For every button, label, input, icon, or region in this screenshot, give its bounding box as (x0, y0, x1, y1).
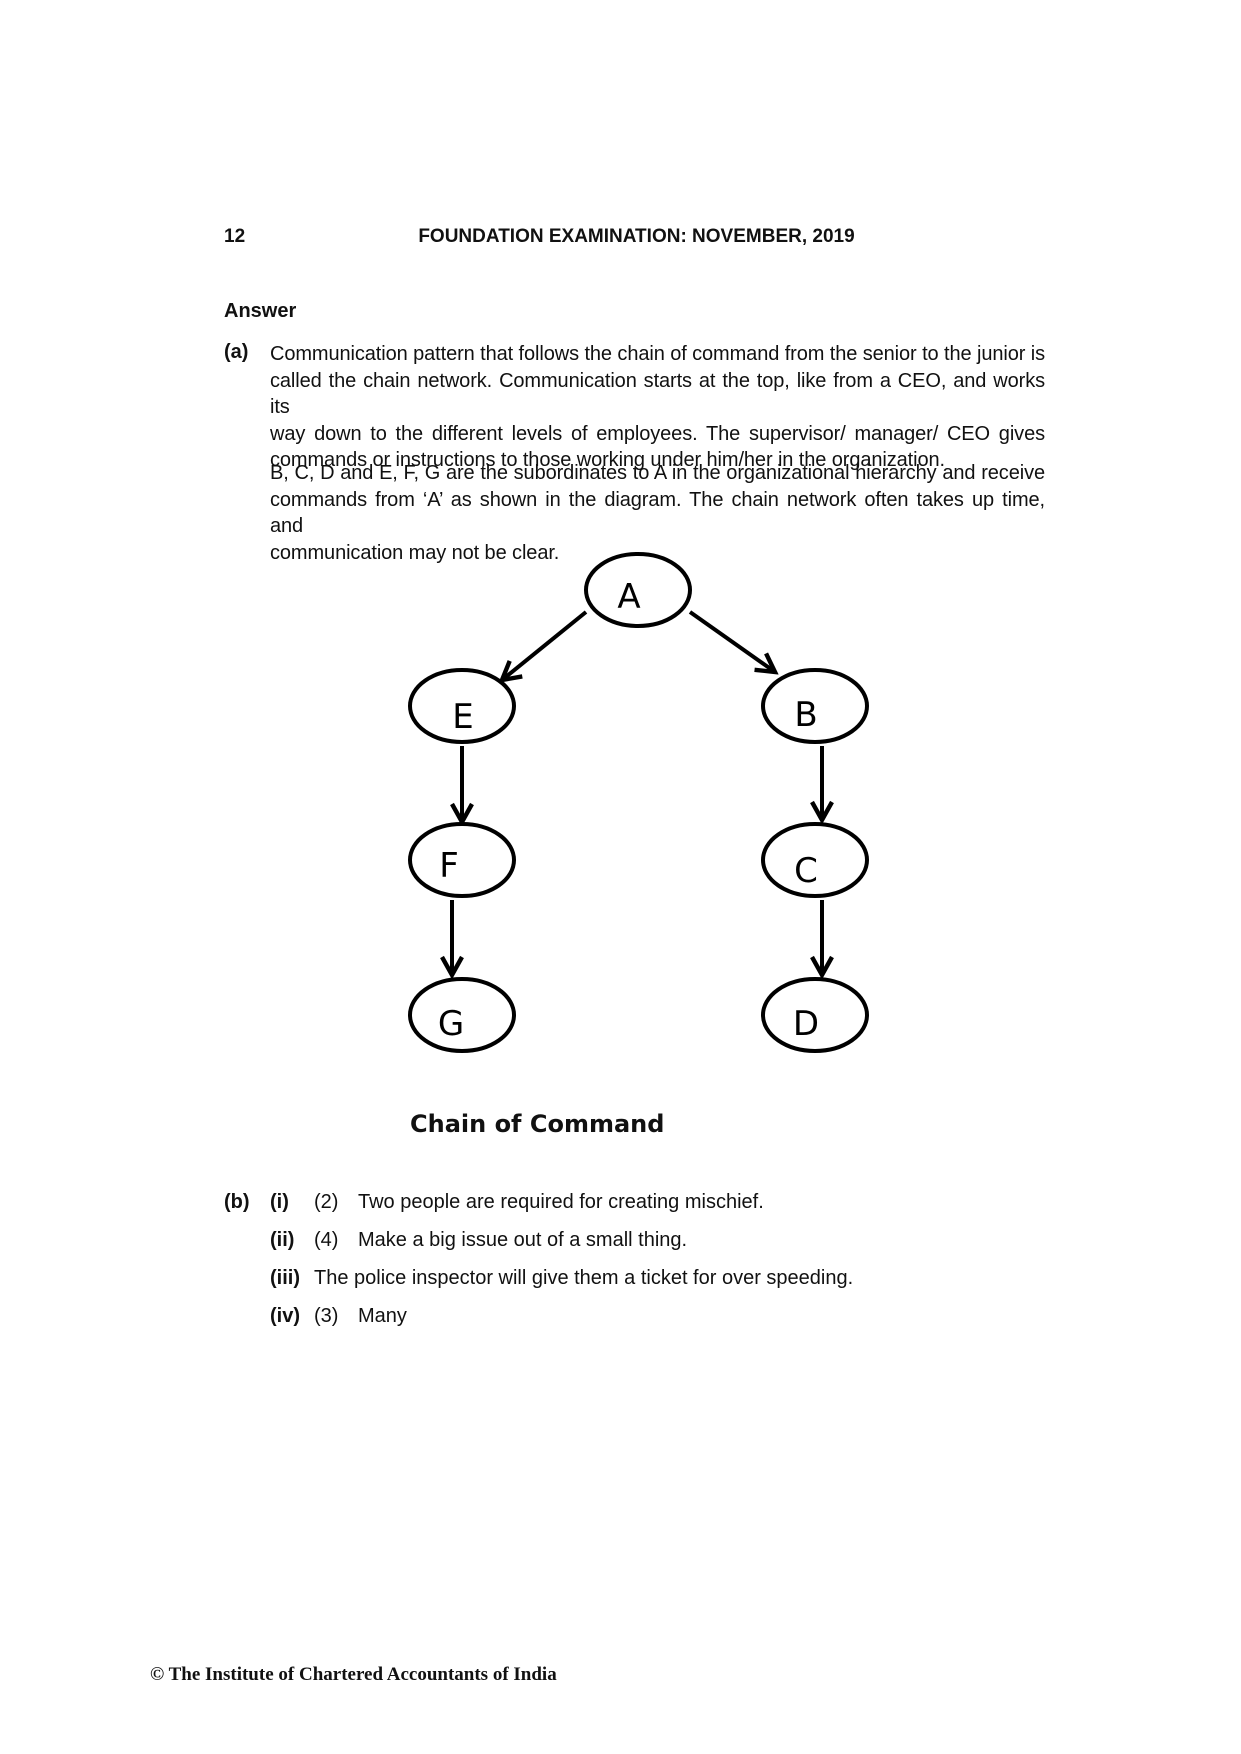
node-d-ellipse (761, 977, 869, 1053)
part-a-label: (a) (224, 341, 249, 363)
item-label: (iv) (270, 1305, 300, 1327)
item-label: (ii) (270, 1229, 295, 1251)
exam-title: FOUNDATION EXAMINATION: NOVEMBER, 2019 (418, 226, 855, 247)
item-text: Many (358, 1305, 407, 1327)
item-text: Two people are required for creating mis… (358, 1191, 764, 1213)
paragraph-line: called the chain network. Communication … (270, 369, 1045, 419)
answer-heading: Answer (224, 300, 297, 322)
node-a-label: A (617, 577, 640, 617)
node-f-label: F (439, 846, 459, 886)
part-a-paragraph-1: Communication pattern that follows the c… (270, 341, 1045, 474)
item-text: Make a big issue out of a small thing. (358, 1229, 688, 1251)
node-e-ellipse (408, 668, 516, 744)
node-e-label: E (452, 697, 473, 737)
part-a-paragraph-2: B, C, D and E, F, G are the subordinates… (270, 460, 1045, 566)
part-b-label: (b) (224, 1191, 250, 1213)
page-number: 12 (224, 226, 246, 247)
item-option: (2) (314, 1191, 339, 1213)
item-text: The police inspector will give them a ti… (314, 1267, 854, 1289)
node-g-ellipse (408, 977, 516, 1053)
item-option: (3) (314, 1305, 339, 1327)
arrow-a-to-e (502, 610, 588, 680)
node-a-ellipse (584, 552, 692, 628)
paragraph-line: B, C, D and E, F, G are the subordinates… (270, 462, 1045, 484)
arrow-a-to-b (688, 610, 775, 672)
paragraph-line: commands or instructions to those workin… (270, 449, 945, 471)
node-b-label: B (794, 695, 817, 735)
diagram-caption: Chain of Command (410, 1110, 665, 1138)
paragraph-line: commands from ‘A’ as shown in the diagra… (270, 488, 1045, 538)
paragraph-line: way down to the different levels of empl… (270, 422, 1045, 445)
footer-copyright: © The Institute of Chartered Accountants… (150, 1664, 557, 1685)
node-f-ellipse (408, 822, 516, 898)
paragraph-line: Communication pattern that follows the c… (270, 343, 1045, 365)
paragraph-line: communication may not be clear. (270, 541, 560, 564)
node-d-label: D (793, 1004, 819, 1044)
item-label: (iii) (270, 1267, 300, 1289)
item-label: (i) (270, 1191, 289, 1213)
node-c-ellipse (761, 822, 869, 898)
node-c-label: C (794, 851, 818, 891)
item-option: (4) (314, 1229, 339, 1251)
node-g-label: G (438, 1004, 464, 1044)
node-b-ellipse (761, 668, 869, 744)
